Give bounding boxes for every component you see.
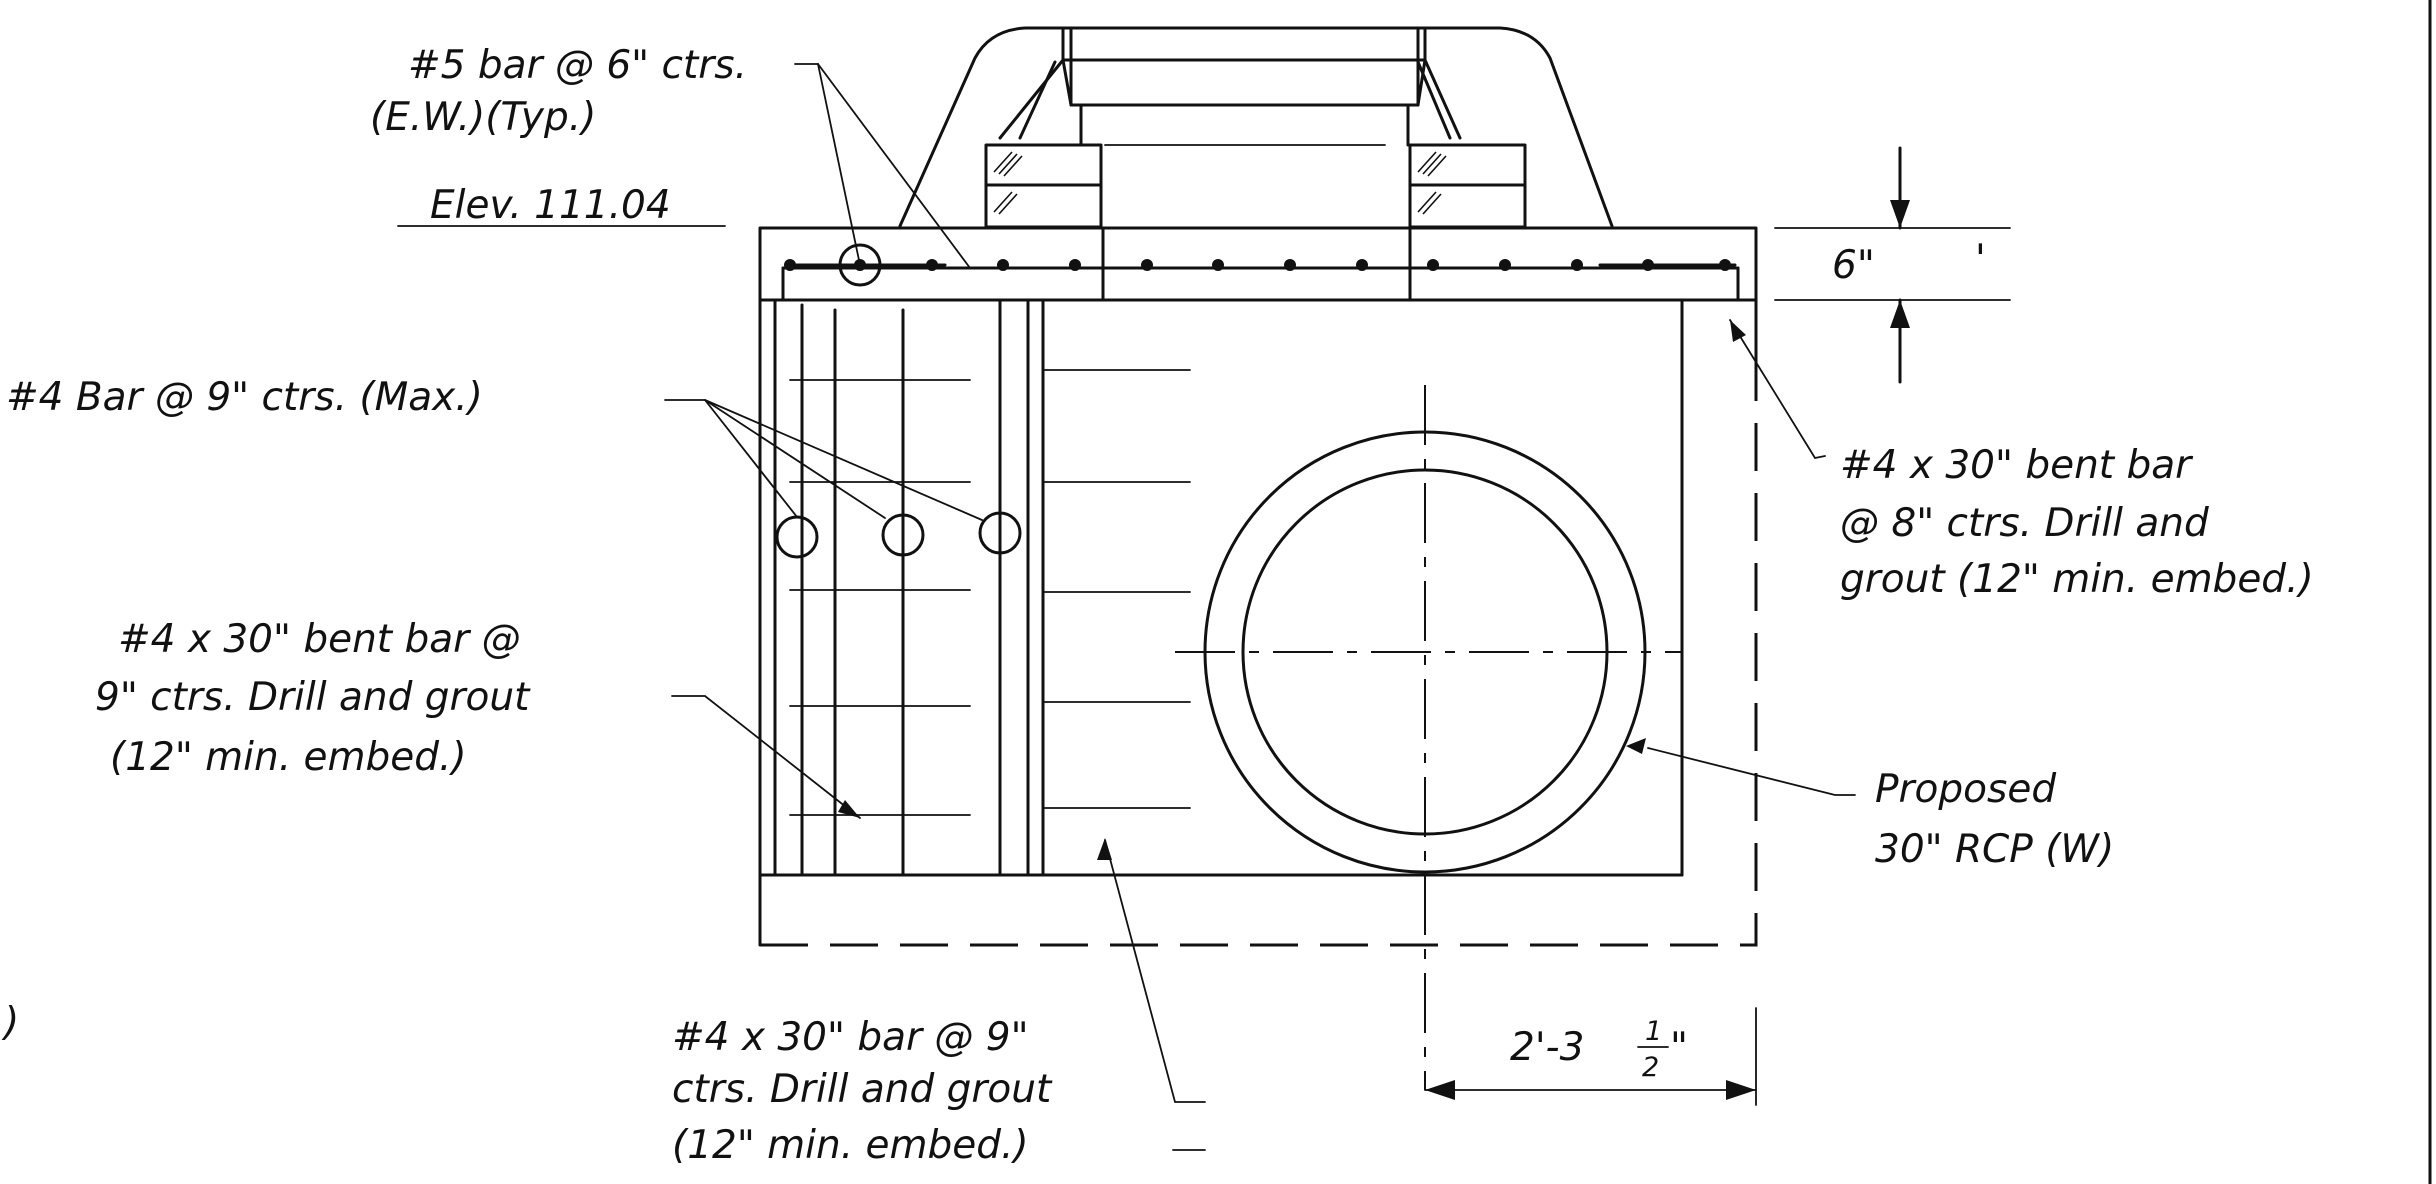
pipe-offset-inch: "	[1670, 1025, 1688, 1070]
bent-bar-left-line2: 9" ctrs. Drill and grout	[95, 675, 531, 720]
pipe-offset-denominator: 2	[1642, 1052, 1659, 1083]
leader-arrowheads	[838, 320, 1746, 860]
bar-section-circles	[775, 511, 1022, 559]
bent-bar-left-line1: #4 x 30" bent bar @	[118, 617, 521, 662]
edge-paren: )	[1, 1000, 19, 1045]
bar5-note-line2: (E.W.)(Typ.)	[370, 95, 596, 140]
bottom-bar-note-line2: ctrs. Drill and grout	[672, 1067, 1053, 1112]
pipe-offset-main: 2'-3	[1510, 1025, 1584, 1070]
pipe-offset-dimension	[1424, 1007, 1757, 1106]
bar5-note-line1: #5 bar @ 6" ctrs.	[408, 43, 747, 88]
horizontal-bars	[789, 369, 1191, 816]
pipe-offset-numerator: 1	[1645, 1016, 1662, 1047]
bent-bar-right-line3: grout (12" min. embed.)	[1840, 557, 2314, 602]
rebar-dots	[784, 243, 1731, 287]
slab-thickness-value: 6"	[1832, 243, 1875, 288]
walls	[758, 298, 1758, 947]
slab-thickness-dimension	[1774, 146, 2011, 384]
bent-bar-right-line2: @ 8" ctrs. Drill and	[1840, 501, 2209, 546]
pipe-label-line1: Proposed	[1875, 767, 2056, 812]
dashed-outline	[760, 375, 1758, 947]
pipe-30-rcp	[1175, 385, 1682, 1090]
grade-blocks	[984, 143, 1527, 229]
bar4-max-note: #4 Bar @ 9" ctrs. (Max.)	[6, 375, 483, 420]
leaders	[664, 63, 1856, 1103]
tick-mark: '	[1975, 237, 1986, 282]
pipe-label-line2: 30" RCP (W)	[1875, 827, 2114, 872]
elevation-label: Elev. 111.04	[430, 183, 671, 228]
bent-bar-right-line1: #4 x 30" bent bar	[1840, 443, 2194, 488]
top-slab	[758, 226, 1758, 302]
frame-casting	[898, 26, 1614, 228]
bottom-bar-note-line1: #4 x 30" bar @ 9"	[672, 1015, 1029, 1060]
wall-vertical-bars	[773, 298, 1030, 877]
bottom-bar-note-line3: (12" min. embed.)	[672, 1123, 1029, 1168]
bent-bar-left-line3: (12" min. embed.)	[110, 735, 467, 780]
